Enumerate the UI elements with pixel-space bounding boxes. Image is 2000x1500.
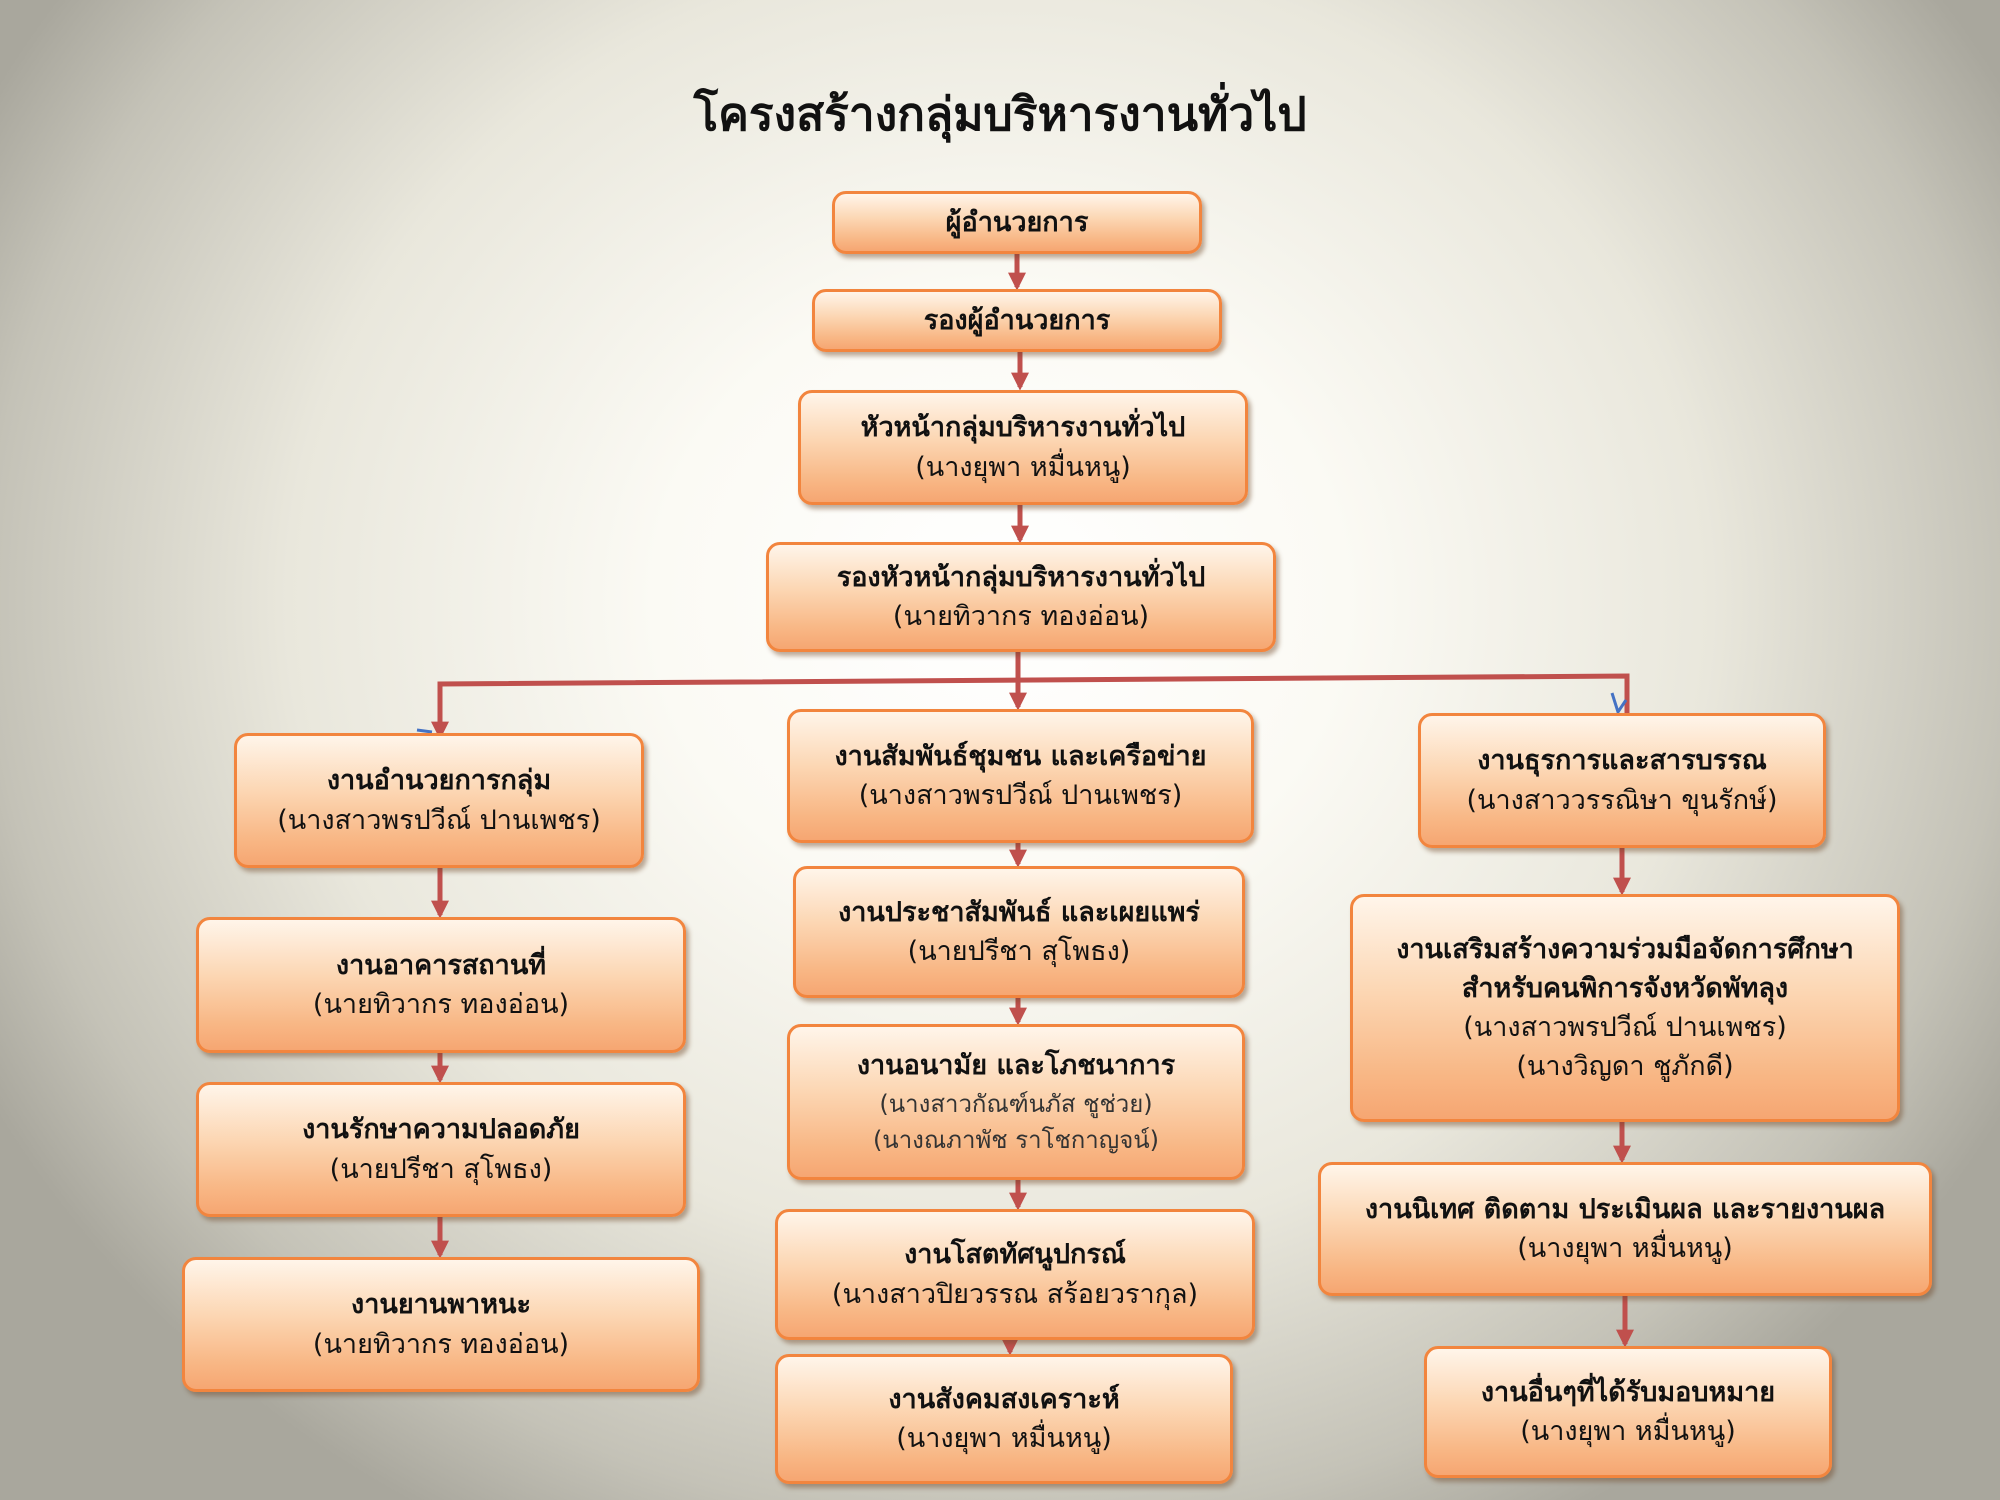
box-person: (นางสาวพรปวีณ์ ปานเพชร)	[858, 780, 1183, 811]
box-label: ผู้อำนวยการ	[945, 206, 1089, 238]
box-person: (นางยุพา หมื่นหนู)	[1520, 1416, 1736, 1447]
box-label: งานอาคารสถานที่	[335, 949, 547, 981]
box-person: (นางยุพา หมื่นหนู)	[896, 1423, 1112, 1454]
box-label: รองหัวหน้ากลุ่มบริหารงานทั่วไป	[836, 561, 1206, 593]
box-center-welfare: งานสังคมสงเคราะห์ (นางยุพา หมื่นหนู)	[775, 1354, 1233, 1484]
box-label: หัวหน้ากลุ่มบริหารงานทั่วไป	[860, 412, 1186, 444]
box-director: ผู้อำนวยการ	[832, 191, 1202, 254]
box-right-other-duties: งานอื่นๆที่ได้รับมอบหมาย (นางยุพา หมื่นห…	[1424, 1346, 1832, 1478]
box-person: (นายปรีชา สุโพธง)	[907, 936, 1131, 967]
box-label: งานยานพาหนะ	[351, 1289, 531, 1321]
box-center-health: งานอนามัย และโภชนาการ (นางสาวกัณฑ์นภัส ช…	[787, 1024, 1245, 1180]
box-right-clerical: งานธุรการและสารบรรณ (นางสาววรรณิษา ขุนรั…	[1418, 713, 1826, 848]
box-label: งานสัมพันธ์ชุมชน และเครือข่าย	[834, 740, 1207, 772]
box-person-2: (นางณภาพัช ราโชกาญจน์)	[872, 1125, 1160, 1154]
box-person: (นางสาวพรปวีณ์ ปานเพชร)	[277, 804, 601, 836]
box-left-admin: งานอำนวยการกลุ่ม (นางสาวพรปวีณ์ ปานเพชร)	[234, 733, 644, 868]
box-label: งานอื่นๆที่ได้รับมอบหมาย	[1480, 1376, 1776, 1408]
box-right-supervision: งานนิเทศ ติดตาม ประเมินผล และรายงานผล (น…	[1318, 1162, 1932, 1296]
blue-pen-mark	[416, 728, 433, 734]
blue-pen-mark	[1610, 692, 1628, 716]
box-person-2: (นางวิญดา ชูภักดี)	[1516, 1051, 1734, 1083]
box-person: (นางยุพา หมื่นหนู)	[915, 451, 1131, 483]
box-person: (นางสาวพรปวีณ์ ปานเพชร)	[1463, 1012, 1787, 1043]
box-label: งานนิเทศ ติดตาม ประเมินผล และรายงานผล	[1364, 1193, 1886, 1225]
box-person: (นายปรีชา สุโพธง)	[329, 1153, 553, 1185]
box-deputy-head: รองหัวหน้ากลุ่มบริหารงานทั่วไป (นายทิวาก…	[766, 542, 1276, 652]
box-person: (นายทิวากร ทองอ่อน)	[312, 1328, 570, 1360]
box-left-vehicles: งานยานพาหนะ (นายทิวากร ทองอ่อน)	[182, 1257, 700, 1392]
box-person: (นางสาวกัณฑ์นภัส ชูช่วย)	[879, 1089, 1153, 1118]
box-center-pr: งานประชาสัมพันธ์ และเผยแพร่ (นายปรีชา สุ…	[793, 866, 1245, 998]
box-left-security: งานรักษาความปลอดภัย (นายปรีชา สุโพธง)	[196, 1082, 686, 1217]
box-label: งานรักษาความปลอดภัย	[302, 1114, 580, 1146]
box-label: งานประชาสัมพันธ์ และเผยแพร่	[838, 896, 1200, 928]
box-person: (นายทิวากร ทองอ่อน)	[312, 989, 570, 1020]
box-person: (นางยุพา หมื่นหนู)	[1517, 1233, 1733, 1264]
box-label: งานอำนวยการกลุ่ม	[326, 765, 552, 797]
box-person: (นางสาวปิยวรรณ สร้อยวรากุล)	[831, 1278, 1199, 1310]
box-label: รองผู้อำนวยการ	[923, 304, 1111, 336]
box-person: (นายทิวากร ทองอ่อน)	[892, 601, 1150, 632]
box-right-disability-education: งานเสริมสร้างความร่วมมือจัดการศึกษา สำหร…	[1350, 894, 1900, 1122]
box-label: งานโสตทัศนูปกรณ์	[904, 1239, 1126, 1271]
box-label: งานอนามัย และโภชนาการ	[856, 1050, 1176, 1082]
box-label: งานสังคมสงเคราะห์	[888, 1383, 1120, 1415]
box-label-2: สำหรับคนพิการจังหวัดพัทลุง	[1461, 972, 1789, 1004]
box-deputy-director: รองผู้อำนวยการ	[812, 289, 1222, 352]
box-person: (นางสาววรรณิษา ขุนรักษ์)	[1466, 784, 1778, 816]
box-left-buildings: งานอาคารสถานที่ (นายทิวากร ทองอ่อน)	[196, 917, 686, 1053]
box-center-community: งานสัมพันธ์ชุมชน และเครือข่าย (นางสาวพรป…	[787, 709, 1254, 843]
box-label: งานธุรการและสารบรรณ	[1477, 745, 1767, 777]
box-head: หัวหน้ากลุ่มบริหารงานทั่วไป (นางยุพา หมื…	[798, 390, 1248, 505]
box-center-av: งานโสตทัศนูปกรณ์ (นางสาวปิยวรรณ สร้อยวรา…	[775, 1209, 1255, 1340]
box-label: งานเสริมสร้างความร่วมมือจัดการศึกษา	[1396, 933, 1854, 965]
page-title: โครงสร้างกลุ่มบริหารงานทั่วไป	[693, 87, 1307, 141]
